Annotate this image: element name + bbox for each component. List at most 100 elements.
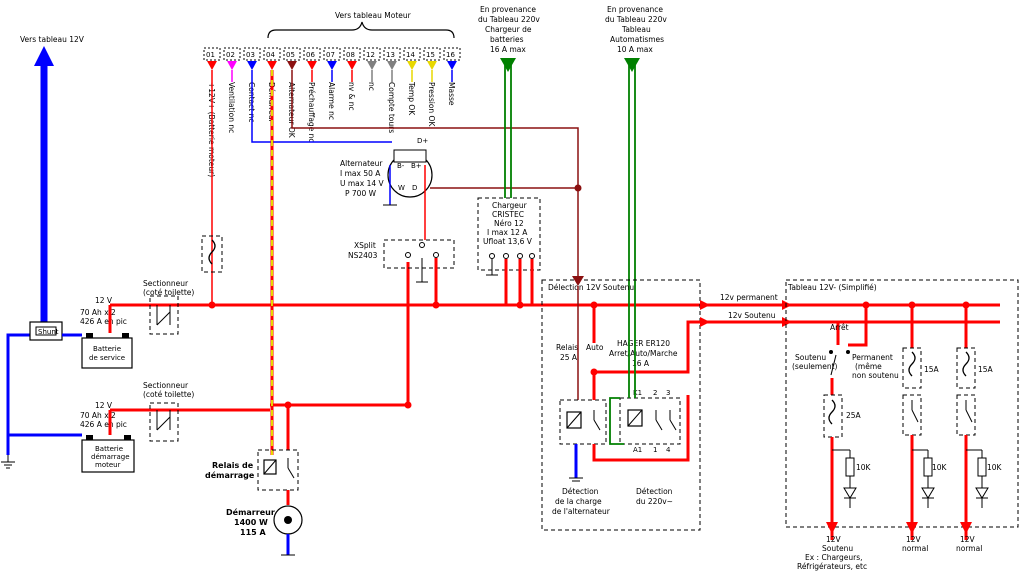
svg-text:10 A max: 10 A max: [617, 45, 653, 54]
charger-cristec: Chargeur CRISTEC Néro 12 I max 12 A Uflo…: [477, 197, 541, 271]
svg-text:15A: 15A: [978, 365, 994, 374]
terminal-label: nv & nc: [347, 82, 356, 111]
terminal-arrow: [367, 61, 377, 70]
svg-text:du Tableau 220v: du Tableau 220v: [605, 15, 667, 24]
svg-text:(coté toilette): (coté toilette): [143, 390, 194, 399]
svg-text:70 Ah x 2: 70 Ah x 2: [80, 411, 116, 420]
terminal-number: 02: [226, 51, 235, 59]
output-labels: 12V Soutenu Ex : Chargeurs, Réfrigérateu…: [797, 535, 982, 571]
svg-text:12 V: 12 V: [95, 401, 113, 410]
svg-text:Chargeur: Chargeur: [492, 201, 528, 210]
terminal-number: 07: [326, 51, 335, 59]
terminal-label: nc: [367, 82, 376, 91]
svg-text:70 Ah x 2: 70 Ah x 2: [80, 308, 116, 317]
svg-text:W: W: [398, 184, 405, 192]
svg-text:P 700 W: P 700 W: [345, 189, 377, 198]
terminal-number: 14: [406, 51, 415, 59]
svg-text:426 A en pic: 426 A en pic: [80, 317, 127, 326]
svg-text:de la charge: de la charge: [555, 497, 602, 506]
svg-text:B-: B-: [397, 162, 405, 170]
selector-soutenu-permanent[interactable]: Arrêt Soutenu (seulement) Permanent (mêm…: [792, 323, 899, 380]
svg-text:Auto: Auto: [586, 343, 604, 352]
engine-battery: Batterie démarrage moteur 12 V 70 Ah x 2…: [80, 401, 135, 473]
svg-text:Néro 12: Néro 12: [494, 219, 524, 228]
svg-text:Permanent: Permanent: [852, 353, 893, 362]
terminal-label: Préchauffage nc: [307, 82, 316, 143]
svg-text:Détection: Détection: [636, 487, 673, 496]
svg-text:A1: A1: [633, 446, 642, 454]
svg-text:du Tableau 220v: du Tableau 220v: [478, 15, 540, 24]
terminal-arrow: [267, 61, 277, 70]
svg-text:Soutenu: Soutenu: [795, 353, 826, 362]
terminal-arrow: [347, 61, 357, 70]
terminal-number: 01: [206, 51, 215, 59]
shunt: Shunt: [29, 321, 63, 341]
terminal-number: 12: [366, 51, 375, 59]
svg-text:12V: 12V: [906, 535, 922, 544]
detection-box: [541, 279, 701, 531]
svg-text:Réfrigérateurs, etc: Réfrigérateurs, etc: [797, 562, 867, 571]
ground-wire-service: [6, 333, 30, 455]
junctions: [208, 301, 970, 409]
terminal-number: 05: [286, 51, 295, 59]
terminal-arrow: [207, 61, 217, 70]
svg-text:moteur: moteur: [95, 461, 121, 469]
terminal-arrow: [447, 61, 457, 70]
disconnector-service[interactable]: Sectionneur (coté toilette): [143, 279, 194, 335]
svg-text:12V: 12V: [826, 535, 842, 544]
terminal-number: 06: [306, 51, 315, 59]
switch-circuit-2[interactable]: [902, 394, 922, 436]
disconnector-engine[interactable]: Sectionneur (coté toilette): [143, 381, 194, 442]
svg-text:15A: 15A: [924, 365, 940, 374]
terminal-number: 13: [386, 51, 395, 59]
terminal-label: Masse: [447, 82, 456, 106]
terminal-arrow: [287, 61, 297, 70]
switch-circuit-3[interactable]: [956, 394, 976, 436]
svg-text:10K: 10K: [932, 463, 948, 472]
fuse-25a: 25A: [823, 394, 862, 438]
svg-text:Démarreur: Démarreur: [226, 507, 275, 517]
svg-text:En provenance: En provenance: [607, 5, 663, 14]
svg-text:non soutenu: non soutenu: [852, 371, 899, 380]
hager-er120[interactable]: K1 2 3 A1 1 4: [619, 389, 681, 454]
terminal-12: 12 nc: [363, 47, 381, 91]
terminal-label: Temp OK: [407, 81, 416, 116]
svg-text:K1: K1: [633, 389, 642, 397]
engine-panel-brace: [267, 21, 455, 39]
svg-text:Batterie: Batterie: [95, 445, 123, 453]
terminal-arrow: [247, 61, 257, 70]
terminal-arrow: [407, 61, 417, 70]
svg-text:Sectionneur: Sectionneur: [143, 279, 189, 288]
ground-icon: [1, 455, 15, 469]
svg-text:D: D: [412, 184, 417, 192]
terminal-label: Pression OK: [427, 82, 436, 127]
svg-text:(même: (même: [855, 362, 882, 371]
svg-text:(seulement): (seulement): [792, 362, 838, 371]
svg-text:batteries: batteries: [490, 35, 524, 44]
alternator: B- B+ W D D+ Alternateur I max 50 A U ma…: [340, 137, 433, 198]
panel-12v-title: Tableau 12V- (Simplifié): [787, 283, 877, 292]
fuse-15a-2: 15A: [956, 347, 994, 389]
starter-relay: Relais de démarrage: [205, 449, 299, 491]
svg-text:Ufloat 13,6 V: Ufloat 13,6 V: [483, 237, 533, 246]
svg-text:du 220v~: du 220v~: [636, 497, 673, 506]
svg-text:Batterie: Batterie: [93, 345, 121, 353]
to-12v-panel-arrow: Vers tableau 12V: [20, 35, 85, 322]
terminal-label: Ventilation nc: [227, 82, 236, 133]
svg-text:115 A: 115 A: [240, 528, 266, 537]
terminal-number: 08: [346, 51, 355, 59]
svg-text:10K: 10K: [856, 463, 872, 472]
svg-text:Détection: Détection: [562, 487, 599, 496]
terminal-arrow: [327, 61, 337, 70]
svg-text:I max 50 A: I max 50 A: [340, 169, 381, 178]
svg-text:1: 1: [653, 446, 657, 454]
terminal-arrow: [387, 61, 397, 70]
terminal-number: 16: [446, 51, 455, 59]
svg-text:En provenance: En provenance: [480, 5, 536, 14]
svg-text:Chargeur de: Chargeur de: [485, 25, 532, 34]
